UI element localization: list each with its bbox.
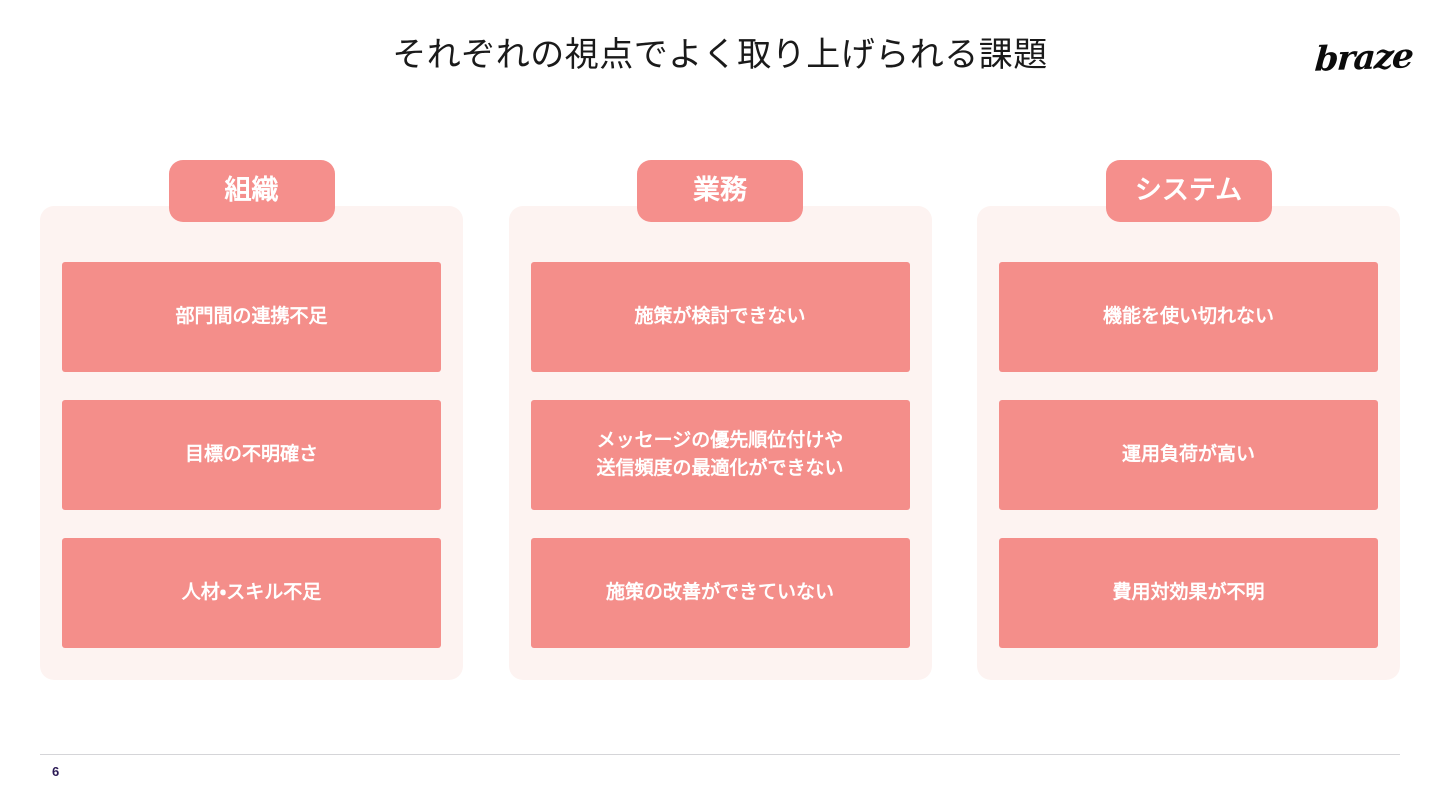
item-block: 施策の改善ができていない xyxy=(530,538,910,648)
column-organization: 組織 部門間の連携不足 目標の不明確さ 人材・スキル不足 xyxy=(40,160,463,680)
slide-header: それぞれの視点でよく取り上げられる課題 braze xyxy=(0,0,1440,110)
column-header-organization: 組織 xyxy=(168,160,335,222)
column-system: システム 機能を使い切れない 運用負荷が高い 費用対効果が不明 xyxy=(977,160,1400,680)
item-block: 機能を使い切れない xyxy=(999,262,1378,372)
item-block: 部門間の連携不足 xyxy=(62,262,441,372)
item-block: 費用対効果が不明 xyxy=(999,538,1378,648)
column-card-system: 機能を使い切れない 運用負荷が高い 費用対効果が不明 xyxy=(977,206,1400,680)
column-items-organization: 部門間の連携不足 目標の不明確さ 人材・スキル不足 xyxy=(62,262,441,648)
column-card-operations: 施策が検討できない メッセージの優先順位付けや 送信頻度の最適化ができない 施策… xyxy=(508,206,932,680)
column-operations: 業務 施策が検討できない メッセージの優先順位付けや 送信頻度の最適化ができない… xyxy=(508,160,932,680)
footer-divider xyxy=(40,754,1400,755)
page-number: 6 xyxy=(52,764,60,779)
column-items-operations: 施策が検討できない メッセージの優先順位付けや 送信頻度の最適化ができない 施策… xyxy=(530,262,910,648)
columns-container: 組織 部門間の連携不足 目標の不明確さ 人材・スキル不足 業務 施策が検討できな… xyxy=(40,160,1400,680)
column-items-system: 機能を使い切れない 運用負荷が高い 費用対効果が不明 xyxy=(999,262,1378,648)
item-block: メッセージの優先順位付けや 送信頻度の最適化ができない xyxy=(530,400,910,510)
item-block: 施策が検討できない xyxy=(530,262,910,372)
slide-footer: 6 xyxy=(0,750,1440,810)
braze-logo: braze xyxy=(1313,36,1414,80)
item-block: 人材・スキル不足 xyxy=(62,538,441,648)
page-title: それぞれの視点でよく取り上げられる課題 xyxy=(392,36,1048,74)
item-block: 目標の不明確さ xyxy=(62,400,441,510)
column-header-operations: 業務 xyxy=(637,160,803,222)
column-card-organization: 部門間の連携不足 目標の不明確さ 人材・スキル不足 xyxy=(40,206,463,680)
column-header-system: システム xyxy=(1105,160,1272,222)
item-block: 運用負荷が高い xyxy=(999,400,1378,510)
